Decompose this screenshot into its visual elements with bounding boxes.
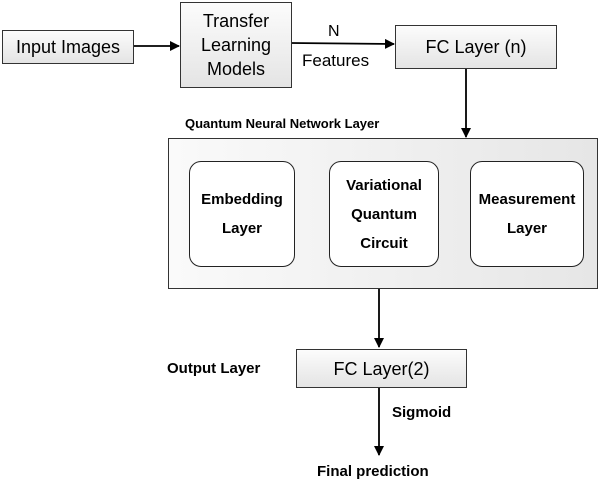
arrow-transfer-to-fc <box>290 38 395 49</box>
variational-quantum-circuit-node: Variational Quantum Circuit <box>329 161 439 267</box>
transfer-learning-models-label: Transfer Learning Models <box>200 11 272 79</box>
measurement-layer-label: Measurement Layer <box>478 191 576 237</box>
final-prediction-label: Final prediction <box>317 463 429 480</box>
input-images-node: Input Images <box>2 30 134 64</box>
qnn-title: Quantum Neural Network Layer <box>185 116 380 131</box>
n-features-label: N <box>328 23 340 40</box>
fc-layer-2-node: FC Layer(2) <box>296 349 467 388</box>
embedding-layer-label: Embedding Layer <box>201 191 283 237</box>
variational-quantum-circuit-label: Variational Quantum Circuit <box>346 176 422 252</box>
output-layer-label: Output Layer <box>167 360 261 377</box>
fc-layer-2-label: FC Layer(2) <box>333 358 430 379</box>
measurement-layer-node: Measurement Layer <box>470 161 584 267</box>
embedding-layer-node: Embedding Layer <box>189 161 295 267</box>
features-label: Features <box>302 51 370 70</box>
transfer-learning-models-node: Transfer Learning Models <box>180 2 292 88</box>
input-images-label: Input Images <box>15 37 121 57</box>
fc-layer-n-label: FC Layer (n) <box>425 37 527 57</box>
fc-layer-n-node: FC Layer (n) <box>395 25 557 69</box>
sigmoid-label: Sigmoid <box>392 404 452 421</box>
